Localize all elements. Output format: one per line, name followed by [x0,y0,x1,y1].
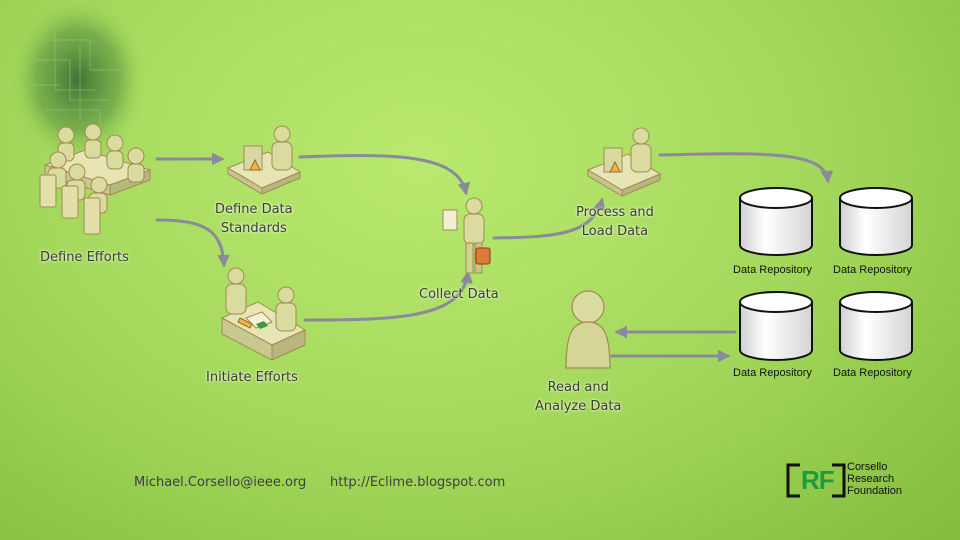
logo-mark [786,463,846,498]
data-repository-icon [839,291,913,361]
data-repository-icon [839,187,913,256]
arrow-efforts-to-initiate [155,218,230,268]
repository-label: Data Repository [733,264,812,276]
collaboration-icon [220,267,307,361]
footer-email: Michael.Corsello@ieee.org [134,475,307,490]
data-repository-icon [739,291,813,361]
node-label-initiate-efforts: Initiate Efforts [206,370,298,385]
arrow-process-to-repository [658,152,834,184]
arrow-standards-to-collect [298,154,471,196]
node-label-collect-data: Collect Data [419,287,499,302]
data-collector-icon [442,197,491,274]
repository-label: Data Repository [833,367,912,379]
data-repository-icon [739,187,813,256]
data-processor-icon [586,127,662,197]
arrow-initiate-to-collect [303,270,473,322]
arrow-collect-to-process [492,197,606,240]
logo-initials: RF [801,465,835,495]
repository-label: Data Repository [833,264,912,276]
circuit-board-decoration [8,0,148,165]
meeting-group-icon [39,123,152,235]
footer-url: http://Eclime.blogspot.com [330,475,506,490]
repository-label: Data Repository [733,367,812,379]
node-label-define-efforts: Define Efforts [40,250,129,265]
flow-arrows [155,152,834,363]
desk-worker-icon [226,125,302,195]
data-analyst-icon [565,290,611,369]
